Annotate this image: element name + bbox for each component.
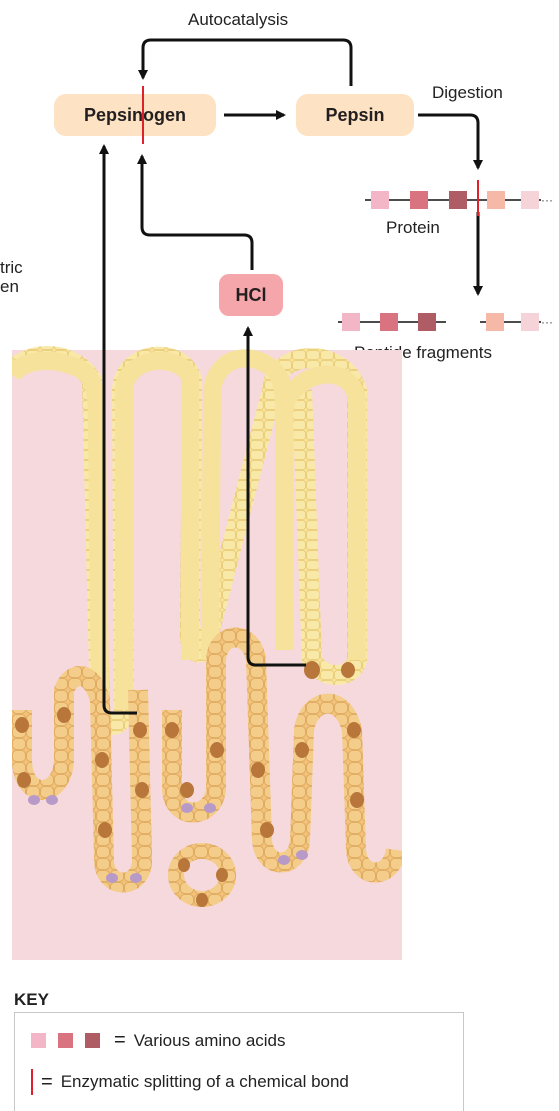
amino-acid [521,191,539,209]
amino-acid [371,191,389,209]
pathway-arrows: ··· ··· [0,0,559,1000]
amino-mid-swatch [58,1033,73,1048]
autocatalysis-arrow [143,40,351,86]
amino-acid [521,313,539,331]
amino-acid [342,313,360,331]
cleavage-mark-swatch [31,1069,33,1095]
hcl-secretion-arrow [248,328,306,665]
key-splitting-label: Enzymatic splitting of a chemical bond [61,1072,349,1092]
amino-light-swatch [31,1033,46,1048]
key-amino-acids-label: Various amino acids [134,1031,286,1051]
amino-acid [418,313,436,331]
svg-text:···: ··· [541,315,553,329]
pepsinogen-secretion-arrow [104,146,137,713]
amino-acid [380,313,398,331]
key-panel: = Various amino acids = Enzymatic splitt… [14,1012,464,1111]
equals-sign: = [41,1071,53,1094]
hcl-activation-arrow [142,156,252,270]
key-row-splitting: = Enzymatic splitting of a chemical bond [31,1069,349,1095]
equals-sign: = [114,1029,126,1052]
peptide-fragments-chain: ··· [338,313,553,331]
amino-dark-swatch [85,1033,100,1048]
amino-acid [486,313,504,331]
amino-acid [487,191,505,209]
key-row-amino-acids: = Various amino acids [31,1029,286,1052]
svg-text:···: ··· [541,193,553,207]
amino-acid [410,191,428,209]
amino-acid [449,191,467,209]
digestion-arrow [418,115,478,168]
key-title: KEY [14,990,49,1010]
protein-chain: ··· [365,180,553,216]
